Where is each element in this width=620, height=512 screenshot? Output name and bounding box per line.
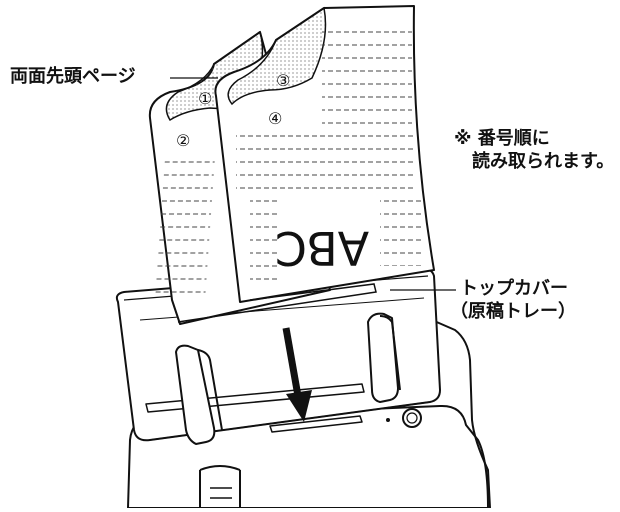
paper-guide-left xyxy=(175,344,223,445)
note-line-2: 読み取られます。 xyxy=(472,150,615,172)
page-number-1: ① xyxy=(198,89,212,108)
note-scan-order: ※ 番号順に 読み取られます。 xyxy=(454,128,614,173)
page-number-4: ④ xyxy=(268,109,282,128)
top-cover-line-2: （原稿トレー） xyxy=(450,300,576,322)
top-cover-line-1: トップカバー xyxy=(460,278,568,299)
paper-guide-right xyxy=(367,312,401,403)
page-number-3: ③ xyxy=(276,71,290,90)
label-duplex-first-page: 両面先頭ページ xyxy=(10,66,136,87)
page-number-2: ② xyxy=(176,131,190,150)
feed-direction-arrow xyxy=(282,327,312,422)
label-top-cover: トップカバー （原稿トレー） xyxy=(450,278,576,323)
document-abc-text: ABC xyxy=(275,221,369,275)
page-front xyxy=(214,5,435,303)
paper-stack-edge xyxy=(177,283,377,323)
note-line-1: ※ 番号順に xyxy=(454,128,550,149)
